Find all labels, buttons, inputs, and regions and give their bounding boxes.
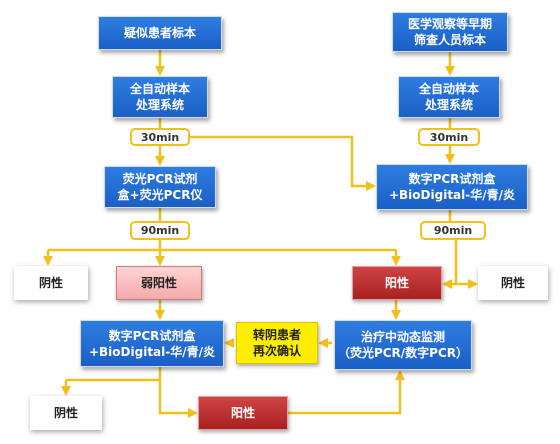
right-kit-node: 数字PCR试剂盒 +BioDigital-华/青/炎 <box>376 164 528 210</box>
reconfirm-node: 转阴患者 再次确认 <box>236 322 318 364</box>
right-time-30: 30min <box>418 128 480 146</box>
monitoring-node: 治疗中动态监测 （荧光PCR/数字PCR） <box>334 320 472 370</box>
bottom-positive-node: 阳性 <box>198 396 288 430</box>
left-negative-node: 阴性 <box>14 266 88 300</box>
right-time-90: 90min <box>420 221 486 240</box>
right-start-node: 医学观察等早期 筛查人员标本 <box>392 12 508 52</box>
arrow-to-bottom-positive <box>158 380 198 418</box>
left-time-30: 30min <box>130 128 190 146</box>
bottom-kit-node: 数字PCR试剂盒 +BioDigital-华/青/炎 <box>80 320 224 367</box>
right-processing-node: 全自动样本 处理系统 <box>398 76 500 118</box>
left-time-90: 90min <box>130 221 190 240</box>
left-start-node: 疑似患者标本 <box>98 16 222 50</box>
bottom-negative-node: 阴性 <box>30 396 102 430</box>
arrow-bottom-positive-to-monitoring <box>288 370 405 415</box>
weak-positive-node: 弱阳性 <box>116 266 202 300</box>
arrow-left-time-to-right-kit <box>188 135 376 191</box>
right-negative-node: 阴性 <box>478 266 548 300</box>
left-kit-node: 荧光PCR试剂 盒+荧光PCR仪 <box>104 166 216 208</box>
left-processing-node: 全自动样本 处理系统 <box>112 76 208 118</box>
mid-positive-node: 阳性 <box>352 266 442 300</box>
